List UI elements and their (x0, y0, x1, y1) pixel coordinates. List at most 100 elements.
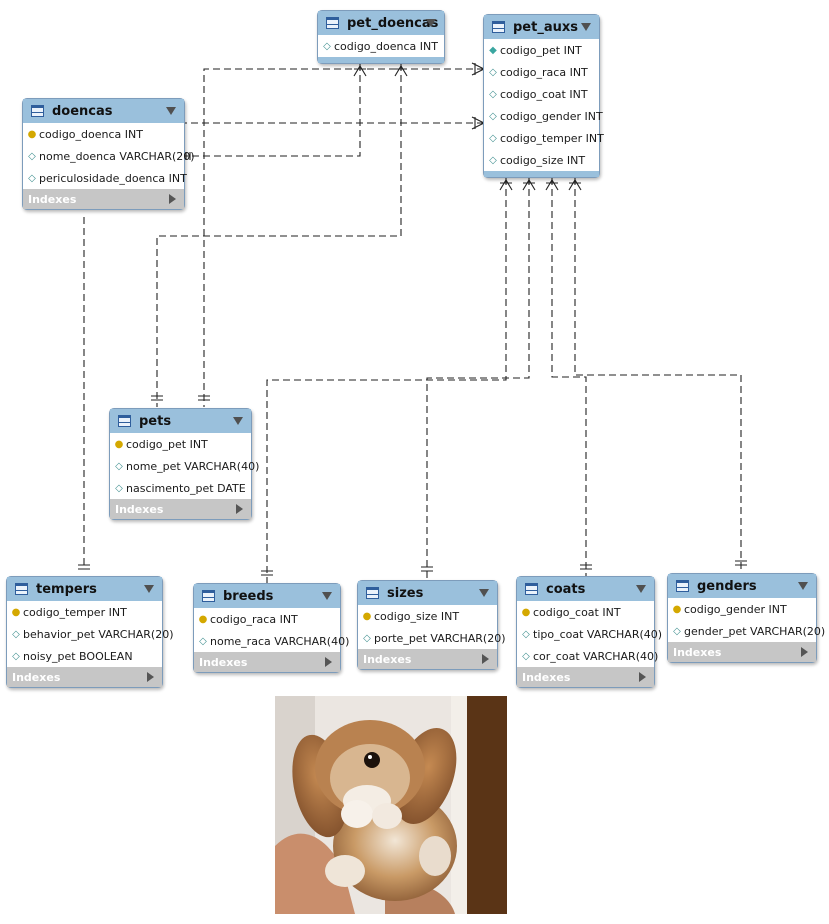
table-footer (318, 57, 444, 63)
column-row[interactable]: ●codigo_pet INT (110, 433, 251, 455)
column-row[interactable]: ◇nome_doenca VARCHAR(20) (23, 145, 194, 167)
dropdown-arrow-icon[interactable] (144, 585, 154, 593)
table-breeds[interactable]: breeds ●codigo_raca INT ◇nome_raca VARCH… (193, 583, 349, 673)
column-row[interactable]: ◇porte_pet VARCHAR(20) (358, 627, 505, 649)
column-text: codigo_coat INT (500, 87, 588, 101)
indexes-bar[interactable]: Indexes (668, 642, 816, 662)
column-text: codigo_pet INT (126, 437, 208, 451)
expand-arrow-icon[interactable] (169, 194, 176, 204)
dropdown-arrow-icon[interactable] (166, 107, 176, 115)
column-diamond-icon: ◇ (12, 628, 20, 640)
table-name: pet_doencas (347, 15, 439, 31)
column-diamond-icon: ◇ (12, 650, 20, 662)
column-row[interactable]: ◇nome_pet VARCHAR(40) (110, 455, 259, 477)
expand-arrow-icon[interactable] (325, 657, 332, 667)
table-pet-doencas[interactable]: pet_doencas ◇ codigo_doenca INT (317, 10, 445, 64)
column-row[interactable]: ●codigo_gender INT (668, 598, 816, 620)
column-row[interactable]: ◆codigo_pet INT (484, 39, 599, 61)
table-header[interactable]: tempers (7, 577, 162, 601)
column-row[interactable]: ◇cor_coat VARCHAR(40) (517, 645, 658, 667)
column-row[interactable]: ◇gender_pet VARCHAR(20) (668, 620, 825, 642)
column-diamond-icon: ◇ (489, 110, 497, 122)
column-diamond-icon: ◇ (489, 132, 497, 144)
column-row[interactable]: ◇codigo_gender INT (484, 105, 603, 127)
column-row[interactable]: ●codigo_coat INT (517, 601, 654, 623)
table-icon (366, 587, 379, 599)
expand-arrow-icon[interactable] (147, 672, 154, 682)
table-pets[interactable]: pets ●codigo_pet INT ◇nome_pet VARCHAR(4… (109, 408, 259, 520)
indexes-bar[interactable]: Indexes (358, 649, 497, 669)
dropdown-arrow-icon[interactable] (479, 589, 489, 597)
column-row[interactable]: ◇tipo_coat VARCHAR(40) (517, 623, 662, 645)
column-text: nome_pet VARCHAR(40) (126, 459, 260, 473)
column-row[interactable]: ◇codigo_size INT (484, 149, 599, 171)
table-name: genders (697, 578, 757, 594)
dropdown-arrow-icon[interactable] (798, 582, 808, 590)
expand-arrow-icon[interactable] (482, 654, 489, 664)
column-row[interactable]: ◇periculosidade_doenca INT (23, 167, 187, 189)
indexes-label: Indexes (12, 670, 61, 684)
column-text: codigo_temper INT (23, 605, 127, 619)
indexes-label: Indexes (673, 645, 722, 659)
indexes-bar[interactable]: Indexes (110, 499, 251, 519)
table-header[interactable]: doencas (23, 99, 184, 123)
column-diamond-icon: ◇ (115, 482, 123, 494)
table-icon (15, 583, 28, 595)
table-header[interactable]: pet_auxs (484, 15, 599, 39)
dropdown-arrow-icon[interactable] (636, 585, 646, 593)
table-coats[interactable]: coats ●codigo_coat INT ◇tipo_coat VARCHA… (516, 576, 662, 688)
expand-arrow-icon[interactable] (801, 647, 808, 657)
table-genders[interactable]: genders ●codigo_gender INT ◇gender_pet V… (667, 573, 825, 663)
column-row[interactable]: ◇codigo_raca INT (484, 61, 599, 83)
primary-key-icon: ● (114, 438, 124, 450)
table-doencas[interactable]: doencas ●codigo_doenca INT ◇nome_doenca … (22, 98, 195, 210)
column-diamond-icon: ◇ (199, 635, 207, 647)
column-row[interactable]: ◇noisy_pet BOOLEAN (7, 645, 162, 667)
indexes-bar[interactable]: Indexes (23, 189, 184, 209)
table-header[interactable]: sizes (358, 581, 497, 605)
table-sizes[interactable]: sizes ●codigo_size INT ◇porte_pet VARCHA… (357, 580, 506, 670)
dropdown-arrow-icon[interactable] (426, 19, 436, 27)
column-text: codigo_gender INT (500, 109, 603, 123)
dropdown-arrow-icon[interactable] (581, 23, 591, 31)
indexes-label: Indexes (522, 670, 571, 684)
column-row[interactable]: ●codigo_temper INT (7, 601, 162, 623)
column-diamond-icon: ◇ (115, 460, 123, 472)
table-header[interactable]: pet_doencas (318, 11, 444, 35)
column-row[interactable]: ◇codigo_coat INT (484, 83, 599, 105)
table-pet-auxs[interactable]: pet_auxs ◆codigo_pet INT ◇codigo_raca IN… (483, 14, 604, 178)
column-row[interactable]: ●codigo_doenca INT (23, 123, 184, 145)
column-row[interactable]: ◇behavior_pet VARCHAR(20) (7, 623, 173, 645)
column-row[interactable]: ◇nome_raca VARCHAR(40) (194, 630, 349, 652)
column-text: noisy_pet BOOLEAN (23, 649, 133, 663)
column-diamond-icon: ◇ (28, 150, 36, 162)
column-row[interactable]: ◇codigo_temper INT (484, 127, 604, 149)
table-header[interactable]: coats (517, 577, 654, 601)
rabbit-photo (275, 696, 507, 914)
dropdown-arrow-icon[interactable] (322, 592, 332, 600)
indexes-bar[interactable]: Indexes (517, 667, 654, 687)
foreign-key-diamond-icon: ◆ (489, 44, 497, 56)
table-name: pet_auxs (513, 19, 578, 35)
column-row[interactable]: ●codigo_size INT (358, 605, 497, 627)
column-row[interactable]: ◇ codigo_doenca INT (318, 35, 444, 57)
column-row[interactable]: ●codigo_raca INT (194, 608, 340, 630)
table-header[interactable]: pets (110, 409, 251, 433)
table-name: doencas (52, 103, 113, 119)
table-footer (484, 171, 599, 177)
table-icon (525, 583, 538, 595)
column-row[interactable]: ◇nascimento_pet DATE (110, 477, 251, 499)
table-header[interactable]: breeds (194, 584, 340, 608)
column-text: cor_coat VARCHAR(40) (533, 649, 659, 663)
indexes-bar[interactable]: Indexes (194, 652, 340, 672)
table-header[interactable]: genders (668, 574, 816, 598)
table-tempers[interactable]: tempers ●codigo_temper INT ◇behavior_pet… (6, 576, 173, 688)
indexes-bar[interactable]: Indexes (7, 667, 162, 687)
column-text: codigo_gender INT (684, 602, 787, 616)
dropdown-arrow-icon[interactable] (233, 417, 243, 425)
expand-arrow-icon[interactable] (236, 504, 243, 514)
expand-arrow-icon[interactable] (639, 672, 646, 682)
column-diamond-icon: ◇ (363, 632, 371, 644)
table-name: sizes (387, 585, 424, 601)
column-diamond-icon: ◇ (489, 154, 497, 166)
